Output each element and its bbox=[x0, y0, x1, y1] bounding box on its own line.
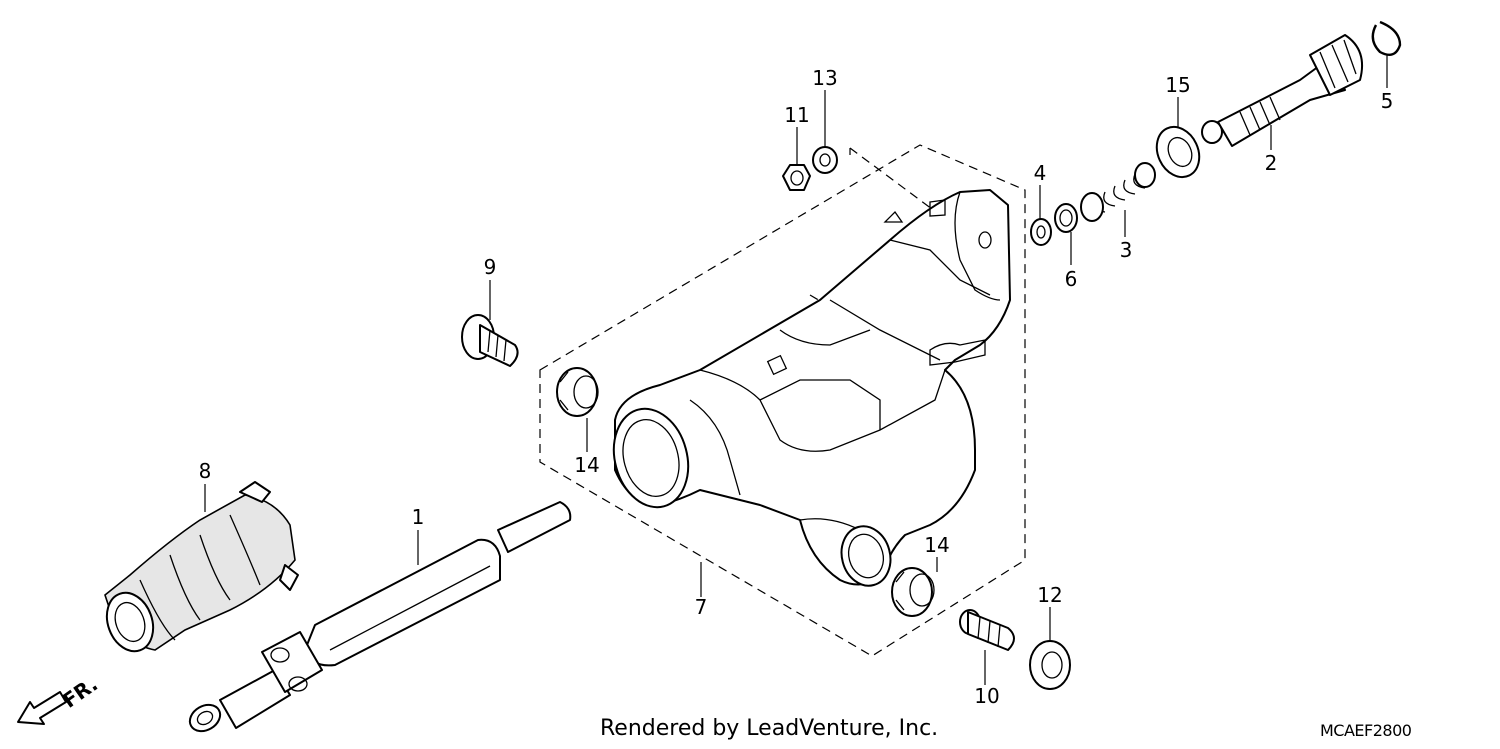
render-credit: Rendered by LeadVenture, Inc. bbox=[600, 716, 939, 741]
bearing-upper-part[interactable] bbox=[556, 367, 599, 417]
callout-8: 8 bbox=[199, 459, 212, 483]
callout-6: 6 bbox=[1065, 267, 1078, 291]
callout-11: 11 bbox=[784, 103, 809, 127]
oil-seal-part[interactable] bbox=[1054, 203, 1078, 233]
boot-part[interactable] bbox=[99, 481, 299, 658]
front-direction-arrow: FR. bbox=[17, 672, 102, 725]
lock-nut-part[interactable] bbox=[1029, 640, 1071, 690]
ring-bearing-part[interactable] bbox=[1149, 120, 1207, 184]
bearing-lower-part[interactable] bbox=[891, 567, 935, 617]
swingarm-part[interactable] bbox=[603, 189, 1011, 591]
callout-15: 15 bbox=[1165, 73, 1190, 97]
callout-14-second: 14 bbox=[924, 533, 949, 557]
circlip-part[interactable] bbox=[1371, 20, 1402, 56]
drive-shaft-part[interactable] bbox=[185, 501, 572, 736]
callout-7: 7 bbox=[695, 595, 708, 619]
leader-lines bbox=[204, 55, 1388, 685]
assembly-boundary-frame bbox=[539, 144, 1026, 657]
callout-1: 1 bbox=[412, 505, 425, 529]
diagram-code: MCAEF2800 bbox=[1320, 721, 1412, 740]
shim-washer-part[interactable] bbox=[1030, 218, 1052, 246]
nut-part[interactable] bbox=[782, 164, 811, 191]
callout-12: 12 bbox=[1037, 583, 1062, 607]
callout-10: 10 bbox=[974, 684, 999, 708]
callout-numbers: 1 2 3 4 5 6 7 8 9 10 11 12 13 14 14 15 bbox=[199, 66, 1394, 708]
callout-3: 3 bbox=[1120, 238, 1133, 262]
washer-part[interactable] bbox=[812, 146, 838, 174]
callout-14: 14 bbox=[574, 453, 599, 477]
adjusting-bolt-part[interactable] bbox=[959, 609, 1015, 651]
callout-9: 9 bbox=[484, 255, 497, 279]
front-direction-label: FR. bbox=[58, 672, 102, 713]
pinion-shaft-part[interactable] bbox=[1201, 34, 1364, 147]
callout-5: 5 bbox=[1381, 89, 1394, 113]
spring-part[interactable] bbox=[1080, 162, 1156, 222]
callout-4: 4 bbox=[1034, 161, 1047, 185]
callout-2: 2 bbox=[1265, 151, 1278, 175]
pivot-bolt-part[interactable] bbox=[461, 314, 519, 367]
callout-13: 13 bbox=[812, 66, 837, 90]
